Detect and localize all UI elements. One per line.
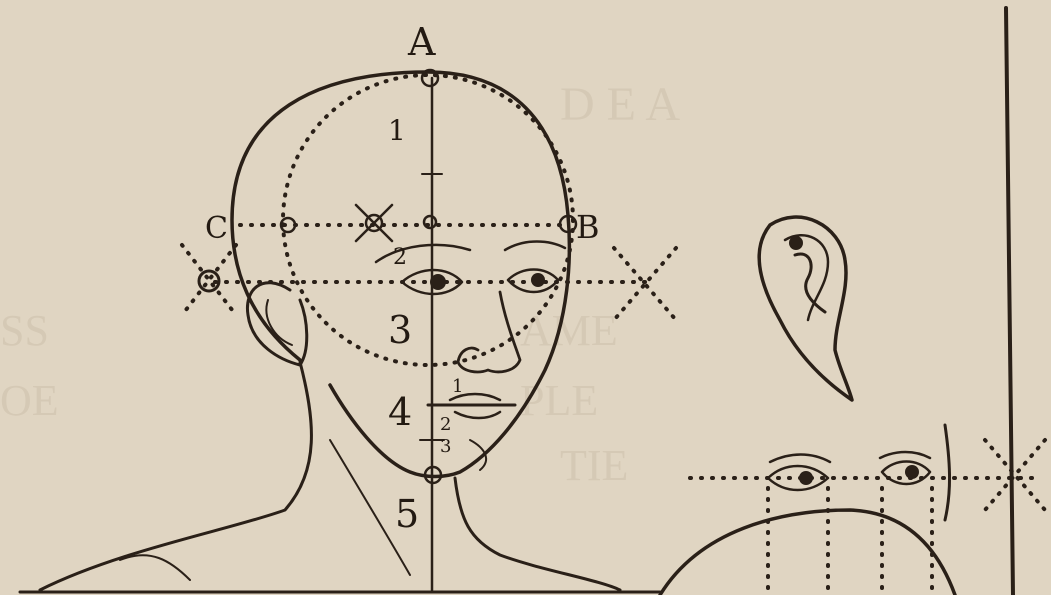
svg-text:SS: SS bbox=[0, 306, 49, 355]
svg-text:OE: OE bbox=[0, 376, 59, 425]
svg-text:PLE: PLE bbox=[520, 376, 598, 425]
numeral-5: 5 bbox=[395, 492, 419, 536]
label-b: B bbox=[576, 208, 600, 246]
mouth-label-3: 3 bbox=[440, 436, 451, 457]
mouth-label-1: 1 bbox=[452, 376, 463, 397]
svg-text:AME: AME bbox=[520, 306, 618, 355]
numeral-1: 1 bbox=[388, 114, 406, 147]
numeral-4: 4 bbox=[388, 390, 412, 434]
svg-text:TIE: TIE bbox=[560, 441, 628, 490]
label-c: C bbox=[205, 211, 228, 246]
numeral-3: 3 bbox=[388, 308, 412, 352]
label-a: A bbox=[407, 20, 436, 64]
mouth-label-2: 2 bbox=[440, 414, 451, 435]
svg-text:D E A: D E A bbox=[560, 78, 680, 131]
numeral-2: 2 bbox=[393, 245, 407, 270]
